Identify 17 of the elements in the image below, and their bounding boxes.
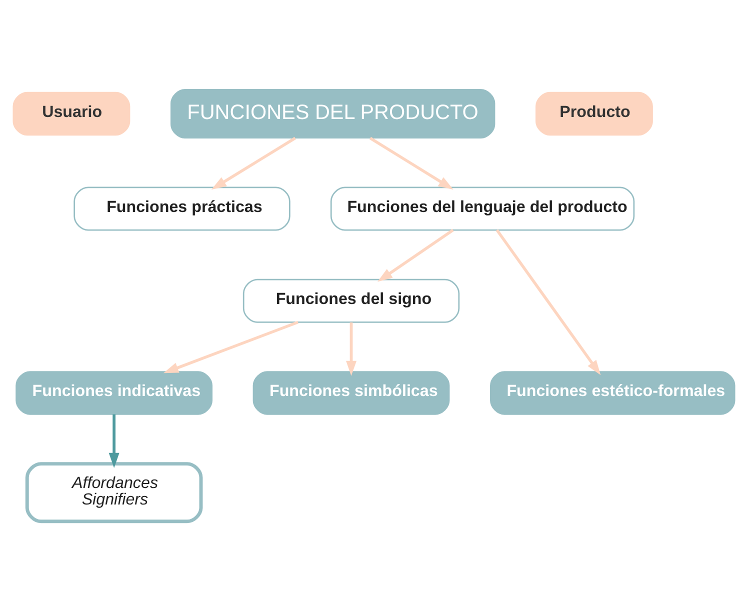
node-box: Funciones del signo [242,278,460,322]
node-box: FUNCIONES DEL PRODUCTO [170,88,496,138]
node-box: Affordances Signifiers [25,462,203,523]
arrow [369,136,454,190]
arrow [377,228,454,282]
arrow [108,414,120,468]
arrow [163,320,299,373]
arrow [346,322,357,376]
node-box: Usuario [12,91,130,136]
node-box: Funciones prácticas [74,186,290,230]
arrow [496,228,601,375]
node-box: Funciones estético-formales [490,370,736,414]
node-box: Funciones del lenguaje del producto [330,186,635,230]
node-box: Funciones simbólicas [252,370,450,414]
arrow [211,136,296,190]
node-box: Funciones indicativas [16,370,212,414]
node-box: Producto [536,91,653,136]
